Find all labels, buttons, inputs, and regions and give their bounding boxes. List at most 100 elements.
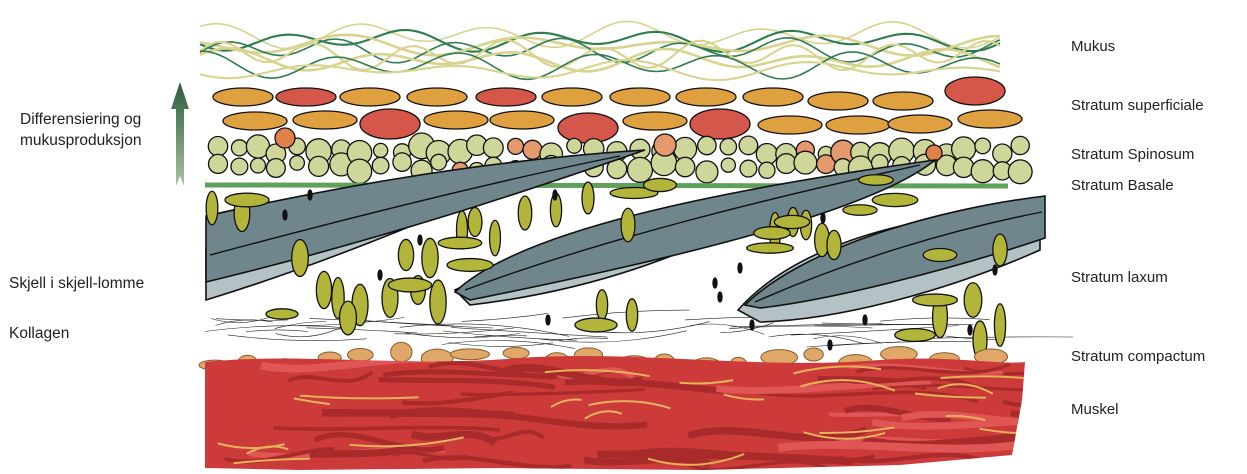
round-cell xyxy=(720,139,736,155)
fibroblast xyxy=(774,215,809,228)
mucus-strand xyxy=(200,38,1000,63)
collagen-label: Kollagen xyxy=(9,325,69,343)
round-cell xyxy=(431,154,447,170)
fibroblast xyxy=(468,207,482,236)
fibroblast xyxy=(388,278,431,292)
fibroblast xyxy=(747,243,794,253)
compactum-cell xyxy=(348,349,374,362)
nucleus-dot xyxy=(738,263,742,273)
nucleus-dot xyxy=(750,320,754,330)
fibroblast xyxy=(292,240,309,277)
nucleus-dot xyxy=(418,235,422,245)
differentiation-arrow xyxy=(171,82,189,186)
flat-cell xyxy=(542,88,602,106)
round-cell xyxy=(347,159,371,183)
flat-cell xyxy=(223,112,287,130)
fibroblast xyxy=(596,290,607,320)
fibroblast xyxy=(964,283,982,317)
stratum-superficiale-label: Stratum superficiale xyxy=(1071,97,1204,115)
round-cell xyxy=(567,138,582,153)
flat-cell xyxy=(690,109,750,139)
fibroblast xyxy=(398,239,413,270)
round-cell xyxy=(740,160,757,177)
collagen-fiber xyxy=(559,338,608,341)
round-cell xyxy=(971,160,994,183)
stratum-superficiale-cells xyxy=(213,77,1022,143)
round-cell xyxy=(372,157,389,174)
compactum-cell xyxy=(391,342,412,361)
flat-cell xyxy=(873,92,933,110)
round-cell xyxy=(393,153,411,171)
round-cell xyxy=(267,159,286,178)
round-cell xyxy=(654,134,676,156)
fibroblast xyxy=(621,208,635,241)
round-cell xyxy=(275,128,295,148)
round-cell xyxy=(675,157,694,176)
round-cell xyxy=(953,157,973,177)
round-cell xyxy=(993,144,1012,163)
stratum-basale-label: Stratum Basale xyxy=(1071,177,1174,195)
round-cell xyxy=(794,151,817,174)
flat-cell xyxy=(676,88,736,106)
nucleus-dot xyxy=(553,190,557,200)
scale-in-pocket-label: Skjell i skjell-lomme xyxy=(9,275,144,293)
collagen-fiber xyxy=(462,313,548,321)
round-cell xyxy=(756,144,777,165)
round-cell xyxy=(374,143,388,157)
fibroblast xyxy=(872,193,918,206)
fibroblast xyxy=(913,294,958,306)
collagen-fiber xyxy=(246,330,308,332)
fibroblast xyxy=(626,299,637,331)
fibroblast xyxy=(895,329,936,342)
flat-cell xyxy=(293,111,357,129)
flat-cell xyxy=(826,116,890,134)
round-cell xyxy=(975,138,991,154)
mucus-layer xyxy=(200,21,1000,80)
nucleus-dot xyxy=(863,315,867,325)
fibroblast xyxy=(994,304,1005,347)
round-cell xyxy=(483,138,503,158)
round-cell xyxy=(508,138,524,154)
round-cell xyxy=(696,161,718,183)
differentiation-label-line2: mukusproduksjon xyxy=(20,132,141,150)
fibroblast xyxy=(438,237,482,249)
fibroblast xyxy=(316,271,331,308)
nucleus-dot xyxy=(828,340,832,350)
muscle-fiber xyxy=(1011,410,1247,418)
nucleus-dot xyxy=(821,213,825,223)
fibroblast xyxy=(518,196,532,230)
collagen-fiber xyxy=(769,334,865,344)
nucleus-dot xyxy=(308,190,312,200)
round-cell xyxy=(208,137,227,156)
fibroblast xyxy=(490,220,501,256)
fibroblast xyxy=(340,301,357,335)
flat-cell xyxy=(808,92,868,110)
flat-cell xyxy=(476,88,536,106)
round-cell xyxy=(523,140,542,159)
fibroblast xyxy=(644,178,677,191)
collagen-fiber xyxy=(400,324,569,336)
collagen-fiber xyxy=(912,337,1073,339)
collagen-fiber xyxy=(306,328,417,333)
flat-cell xyxy=(623,112,687,130)
nucleus-dot xyxy=(283,210,287,220)
fibroblast xyxy=(575,318,617,332)
muscle-fiber xyxy=(584,459,710,464)
flat-cell xyxy=(407,88,467,106)
fibroblast xyxy=(422,238,438,277)
flat-cell xyxy=(340,88,400,106)
compactum-cell xyxy=(804,348,823,361)
round-cell xyxy=(630,139,650,159)
fibroblast xyxy=(993,234,1007,266)
round-cell xyxy=(1011,136,1029,154)
round-cell xyxy=(926,145,942,161)
compactum-cell xyxy=(450,349,489,360)
nucleus-dot xyxy=(993,265,997,275)
collagen-fiber xyxy=(442,340,575,348)
flat-cell xyxy=(276,88,336,106)
fibroblast xyxy=(225,193,269,207)
fibroblast xyxy=(827,230,841,259)
stratum-laxum-label: Stratum laxum xyxy=(1071,269,1168,287)
round-cell xyxy=(209,154,228,173)
mucus-label: Mukus xyxy=(1071,38,1115,56)
